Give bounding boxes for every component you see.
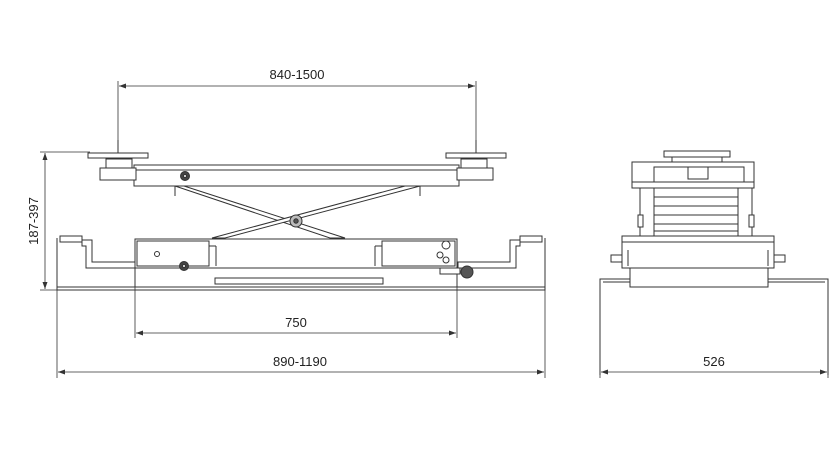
dimension-arm-extension: 890-1190 [56, 290, 546, 378]
right-arm-block [374, 240, 474, 279]
dimension-base-length: 750 [134, 287, 458, 338]
right-arm-knob [460, 265, 474, 279]
side-top-carriage [631, 150, 755, 189]
dim-label-lift-height: 187-397 [26, 197, 41, 245]
dimension-lift-height: 187-397 [26, 151, 90, 291]
side-scissor-stack [637, 187, 755, 237]
side-view: 526 [599, 150, 829, 378]
side-base [610, 235, 786, 288]
left-arm-block [136, 240, 217, 271]
left-lift-pad [87, 140, 149, 181]
right-lift-pad [445, 140, 507, 181]
top-beam [133, 164, 460, 187]
side-pit-outline [599, 278, 829, 375]
front-pit-outline [56, 238, 546, 291]
base-slot [214, 277, 384, 285]
left-arm-pin-small [154, 251, 160, 257]
dim-label-base-length: 750 [285, 315, 307, 330]
dim-label-platform-span: 840-1500 [270, 67, 325, 82]
dim-label-side-width: 526 [703, 354, 725, 369]
dimension-side-width: 526 [599, 354, 829, 378]
left-rail-bracket [59, 235, 136, 269]
dim-label-arm-extension: 890-1190 [273, 354, 327, 369]
front-view: 840-1500 187-397 750 890-1190 [26, 67, 546, 378]
right-rail-bracket [457, 235, 543, 269]
scissor-arms [174, 185, 421, 239]
dimension-platform-span: 840-1500 [117, 67, 477, 150]
